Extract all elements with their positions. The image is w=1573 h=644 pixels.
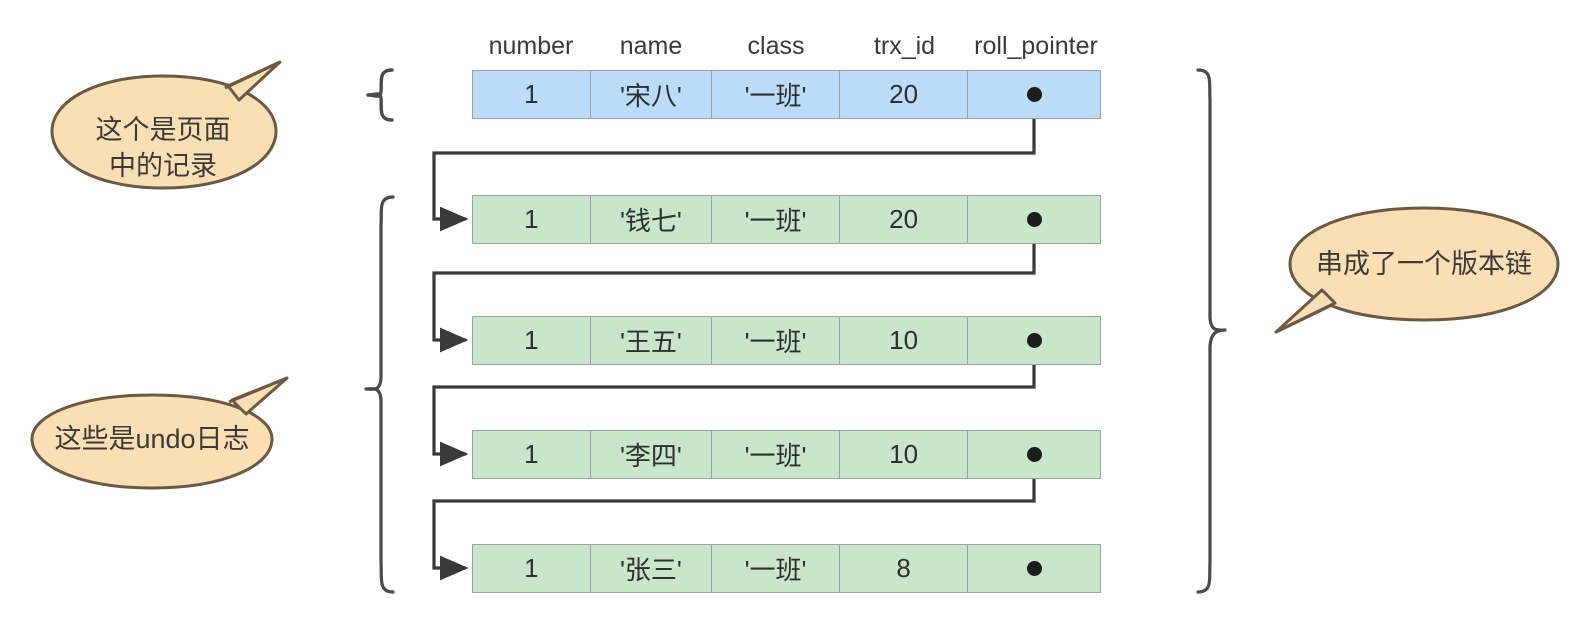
cell-trx-id: 20	[840, 196, 969, 243]
connector-row1-to-row2	[432, 95, 1036, 232]
cell-name: '钱七'	[591, 196, 713, 243]
cell-trx-id: 10	[840, 317, 969, 364]
page-record-brace	[366, 68, 394, 122]
page-record-callout	[50, 60, 282, 190]
cell-class: '一班'	[712, 71, 840, 118]
column-header-trx-id: trx_id	[873, 32, 936, 60]
cell-roll-pointer	[968, 196, 1100, 243]
version-chain-callout	[1274, 206, 1560, 334]
connector-row4-to-row5	[432, 454, 1036, 581]
cell-number: 1	[473, 545, 591, 592]
cell-trx-id: 10	[840, 431, 969, 478]
cell-number: 1	[473, 196, 591, 243]
version-chain-brace	[1196, 68, 1227, 594]
table-row-undo-log[interactable]: 1 '李四' '一班' 10	[472, 430, 1101, 479]
roll-pointer-dot-icon	[1026, 447, 1042, 462]
cell-roll-pointer	[968, 431, 1100, 478]
roll-pointer-dot-icon	[1026, 212, 1042, 227]
cell-number: 1	[473, 71, 591, 118]
cell-name: '宋八'	[591, 71, 713, 118]
cell-class: '一班'	[712, 317, 840, 364]
cell-roll-pointer	[968, 317, 1100, 364]
column-header-class: class	[747, 32, 805, 60]
cell-trx-id: 20	[840, 71, 969, 118]
cell-number: 1	[473, 431, 591, 478]
roll-pointer-dot-icon	[1026, 561, 1042, 576]
connector-row2-to-row3	[432, 219, 1036, 353]
cell-name: '张三'	[591, 545, 713, 592]
column-header-row: number name class trx_id roll_pointer	[472, 30, 1101, 62]
callout-tail	[1274, 288, 1337, 334]
cell-roll-pointer	[968, 71, 1100, 118]
cell-trx-id: 8	[840, 545, 969, 592]
connector-row3-to-row4	[432, 340, 1036, 467]
cell-roll-pointer	[968, 545, 1100, 592]
table-row-undo-log[interactable]: 1 '王五' '一班' 10	[472, 316, 1101, 365]
cell-class: '一班'	[712, 196, 840, 243]
column-header-number: number	[488, 32, 574, 60]
table-row-undo-log[interactable]: 1 '钱七' '一班' 20	[472, 195, 1101, 244]
table-row-undo-log[interactable]: 1 '张三' '一班' 8	[472, 544, 1101, 593]
cell-class: '一班'	[712, 545, 840, 592]
undo-log-callout	[30, 376, 289, 490]
cell-class: '一班'	[712, 431, 840, 478]
column-header-name: name	[619, 32, 683, 60]
cell-name: '王五'	[591, 317, 713, 364]
column-header-roll-pointer: roll_pointer	[974, 32, 1098, 60]
roll-pointer-dot-icon	[1026, 333, 1042, 348]
cell-number: 1	[473, 317, 591, 364]
cell-name: '李四'	[591, 431, 713, 478]
table-row-page-record[interactable]: 1 '宋八' '一班' 20	[472, 70, 1101, 119]
callout-tail	[226, 60, 282, 102]
undo-log-brace	[364, 195, 395, 594]
roll-pointer-dot-icon	[1026, 87, 1042, 102]
roll-pointer-connectors	[432, 95, 1036, 581]
